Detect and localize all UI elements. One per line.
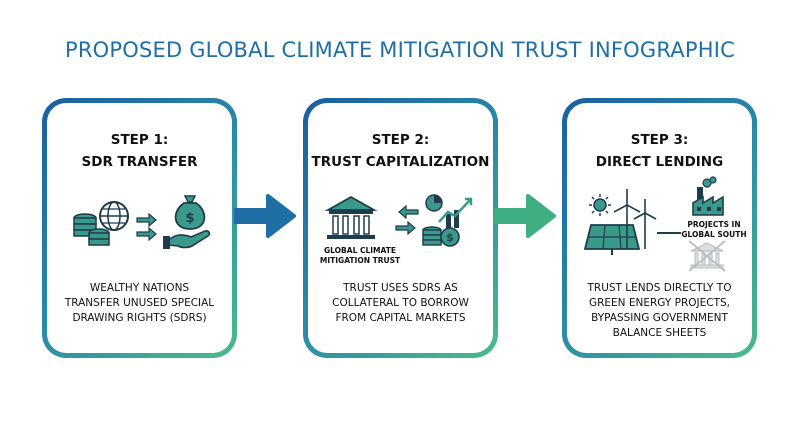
step-1-name: SDR TRANSFER (81, 154, 198, 170)
projects-label: PROJECTS IN GLOBAL SOUTH (679, 220, 749, 240)
step-1-illustration: $ (73, 195, 211, 249)
coin-stack-icon (73, 213, 110, 246)
step-3-card: STEP 3: DIRECT LENDING (562, 98, 757, 358)
globe-icon (99, 201, 129, 231)
step-2-name: TRUST CAPITALIZATION (311, 154, 490, 170)
wind-turbine-icon (613, 189, 657, 249)
step-3-description: TRUST LENDS DIRECTLY TO GREEN ENERGY PRO… (571, 281, 748, 341)
flow-arrow-1 (234, 194, 296, 238)
step-1-card: STEP 1: SDR TRANSFER (42, 98, 237, 358)
svg-text:$: $ (446, 231, 454, 244)
step-1-description: WEALTHY NATIONS TRANSFER UNUSED SPECIAL … (51, 281, 228, 326)
step-1-desc-line: DRAWING RIGHTS (SDRs) (72, 312, 207, 324)
step-2-illustration: $ (324, 194, 473, 247)
projects-label-line: GLOBAL SOUTH (681, 230, 747, 239)
step-2-desc-line: TRUST USES SDRs AS (343, 282, 458, 294)
flow-arrow-2 (494, 194, 556, 238)
solar-panel-icon (583, 224, 641, 255)
step-3-desc-line: BALANCE SHEETS (612, 327, 707, 339)
step-3-desc-line: GREEN ENERGY PROJECTS, (588, 297, 731, 309)
dollar-coins-icon: $ (422, 226, 460, 247)
trust-label: GLOBAL CLIMATE MITIGATION TRUST (316, 246, 404, 266)
step-2-desc-line: FROM CAPITAL MARKETS (335, 312, 466, 324)
step-1-desc-line: WEALTHY NATIONS (89, 282, 190, 294)
step-2-number: STEP 2: (371, 132, 430, 148)
trust-label-line: MITIGATION TRUST (319, 256, 401, 265)
svg-text:$: $ (185, 211, 194, 226)
money-bag-hand-icon: $ (163, 195, 211, 249)
factory-icon (692, 176, 724, 216)
page-title: PROPOSED GLOBAL CLIMATE MITIGATION TRUST… (64, 38, 735, 62)
step-3-desc-line: TRUST LENDS DIRECTLY TO (587, 282, 732, 294)
step-2-desc-line: COLLATERAL TO BORROW (332, 297, 469, 309)
step-1-desc-line: TRANSFER UNUSED SPECIAL (64, 297, 215, 309)
step-3-desc-line: BYPASSING GOVERNMENT (591, 312, 728, 324)
step-3-number: STEP 3: (630, 132, 689, 148)
crossed-out-government-icon (688, 240, 726, 272)
growth-chart-icon (425, 194, 473, 228)
bank-building-icon (324, 195, 378, 239)
transfer-arrows-icon (136, 212, 157, 242)
sun-icon (589, 194, 611, 216)
trust-label-line: GLOBAL CLIMATE (324, 246, 396, 255)
step-3-heading: STEP 3: DIRECT LENDING (567, 129, 752, 173)
step-3-name: DIRECT LENDING (595, 154, 724, 170)
step-2-heading: STEP 2: TRUST CAPITALIZATION (308, 129, 493, 173)
exchange-arrows-icon (395, 204, 419, 236)
step-2-description: TRUST USES SDRs AS COLLATERAL TO BORROW … (312, 281, 489, 326)
step-3-illustration (583, 176, 726, 272)
step-1-number: STEP 1: (110, 132, 169, 148)
step-2-card: STEP 2: TRUST CAPITALIZATION (303, 98, 498, 358)
step-1-heading: STEP 1: SDR TRANSFER (47, 129, 232, 173)
projects-label-line: PROJECTS IN (687, 220, 741, 229)
